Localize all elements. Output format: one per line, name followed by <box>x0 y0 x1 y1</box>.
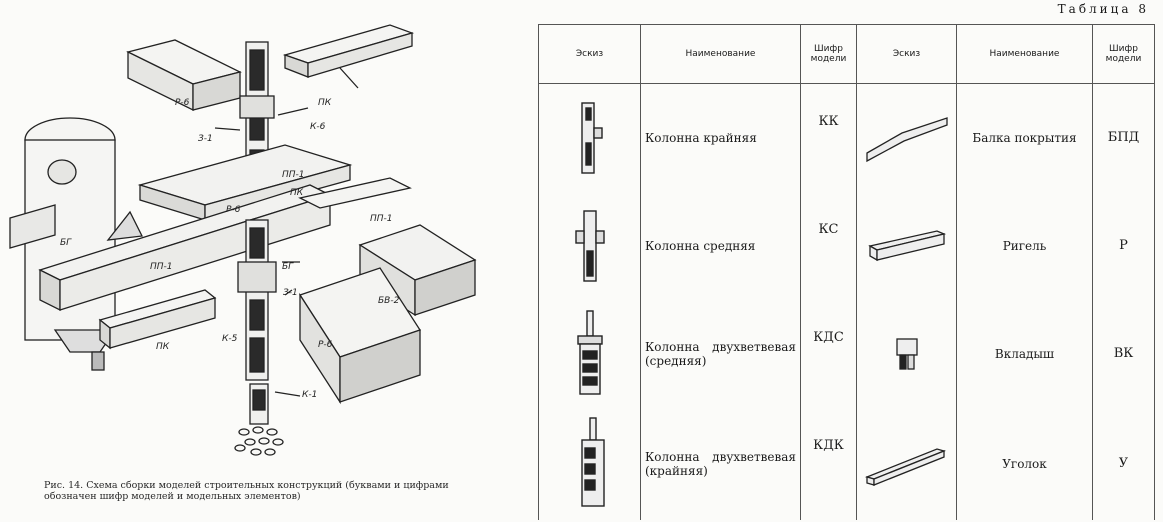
sketch-roof-beam <box>856 83 957 192</box>
label-pk-mid: ПК <box>290 188 304 198</box>
code-cell: КС <box>800 191 857 300</box>
name-cell: Колонна крайняя <box>640 83 801 192</box>
middle-column-icon <box>574 209 605 282</box>
assembly-figure: Р-6 ПК З-1 К-6 ПП-1 ПК Р-6 БГ ПП-1 ПП-1 … <box>0 0 520 522</box>
label-z1-mid: З-1 <box>283 288 298 298</box>
table-row: Колонна крайняя КК Балка покрытия БПД <box>538 83 1155 192</box>
code-cell: Р <box>1092 191 1155 300</box>
label-k1: К-1 <box>302 390 318 400</box>
table-row: Колонна двухветвевая (средняя) КДС Вклад… <box>538 299 1155 408</box>
header-name-right: Наименование <box>956 24 1093 84</box>
header-sketch-right: Эскиз <box>856 24 957 84</box>
sketch-edge-column <box>538 83 641 192</box>
table-row: Колонна двухветвевая (крайняя) КДК Уголо… <box>538 407 1155 520</box>
edge-column-icon <box>580 102 603 174</box>
name-cell: Колонна средняя <box>640 191 801 300</box>
code-cell: ВК <box>1092 299 1155 408</box>
label-k6: К-6 <box>310 122 326 132</box>
label-r6-top: Р-6 <box>175 98 190 108</box>
figure-caption: Рис. 14. Схема сборки моделей строительн… <box>44 480 449 502</box>
name-cell: Ригель <box>956 191 1093 300</box>
code-cell: У <box>1092 407 1155 520</box>
code-cell: КДС <box>800 299 857 408</box>
name-cell: Вкладыш <box>956 299 1093 408</box>
code-cell: КДК <box>800 407 857 520</box>
sketch-middle-column <box>538 191 641 300</box>
double-middle-column-icon <box>576 309 603 395</box>
double-edge-column-icon <box>580 417 605 507</box>
label-bg-mid: БГ <box>282 262 294 272</box>
name-cell: Колонна двухветвевая (крайняя) <box>640 407 801 520</box>
code-cell: КК <box>800 83 857 192</box>
label-pk-bot: ПК <box>156 342 170 352</box>
label-pp1-c: ПП-1 <box>150 262 173 272</box>
label-bv2: БВ-2 <box>378 296 400 306</box>
sketch-crossbar <box>856 191 957 300</box>
header-code-left: Шифр модели <box>800 24 857 84</box>
sketch-insert <box>856 299 957 408</box>
insert-icon <box>895 337 918 370</box>
label-r6-bot: Р-6 <box>318 340 333 350</box>
name-cell: Уголок <box>956 407 1093 520</box>
label-bg-left: БГ <box>60 238 72 248</box>
name-cell: Балка покрытия <box>956 83 1093 192</box>
sketch-angle <box>856 407 957 520</box>
header-code-right: Шифр модели <box>1092 24 1155 84</box>
name-cell: Колонна двухветвевая (средняя) <box>640 299 801 408</box>
label-k5: К-5 <box>222 334 238 344</box>
label-r6-mid: Р-6 <box>226 205 241 215</box>
label-z1-top: З-1 <box>198 134 213 144</box>
sketch-double-middle-column <box>538 299 641 408</box>
label-pp1-a: ПП-1 <box>282 170 305 180</box>
assembly-drawing <box>9 24 477 456</box>
header-sketch-left: Эскиз <box>538 24 641 84</box>
sketch-double-edge-column <box>538 407 641 520</box>
table-row: Колонна средняя КС Ригель Р <box>538 191 1155 300</box>
models-table: Эскиз Наименование Шифр модели Эскиз Наи… <box>538 24 1155 520</box>
roof-beam-icon <box>865 116 948 162</box>
table-title: Таблица 8 <box>1057 2 1149 16</box>
code-cell: БПД <box>1092 83 1155 192</box>
label-pp1-b: ПП-1 <box>370 214 393 224</box>
crossbar-icon <box>867 229 946 261</box>
label-pk-top: ПК <box>318 98 332 108</box>
header-name-left: Наименование <box>640 24 801 84</box>
angle-icon <box>864 447 946 486</box>
